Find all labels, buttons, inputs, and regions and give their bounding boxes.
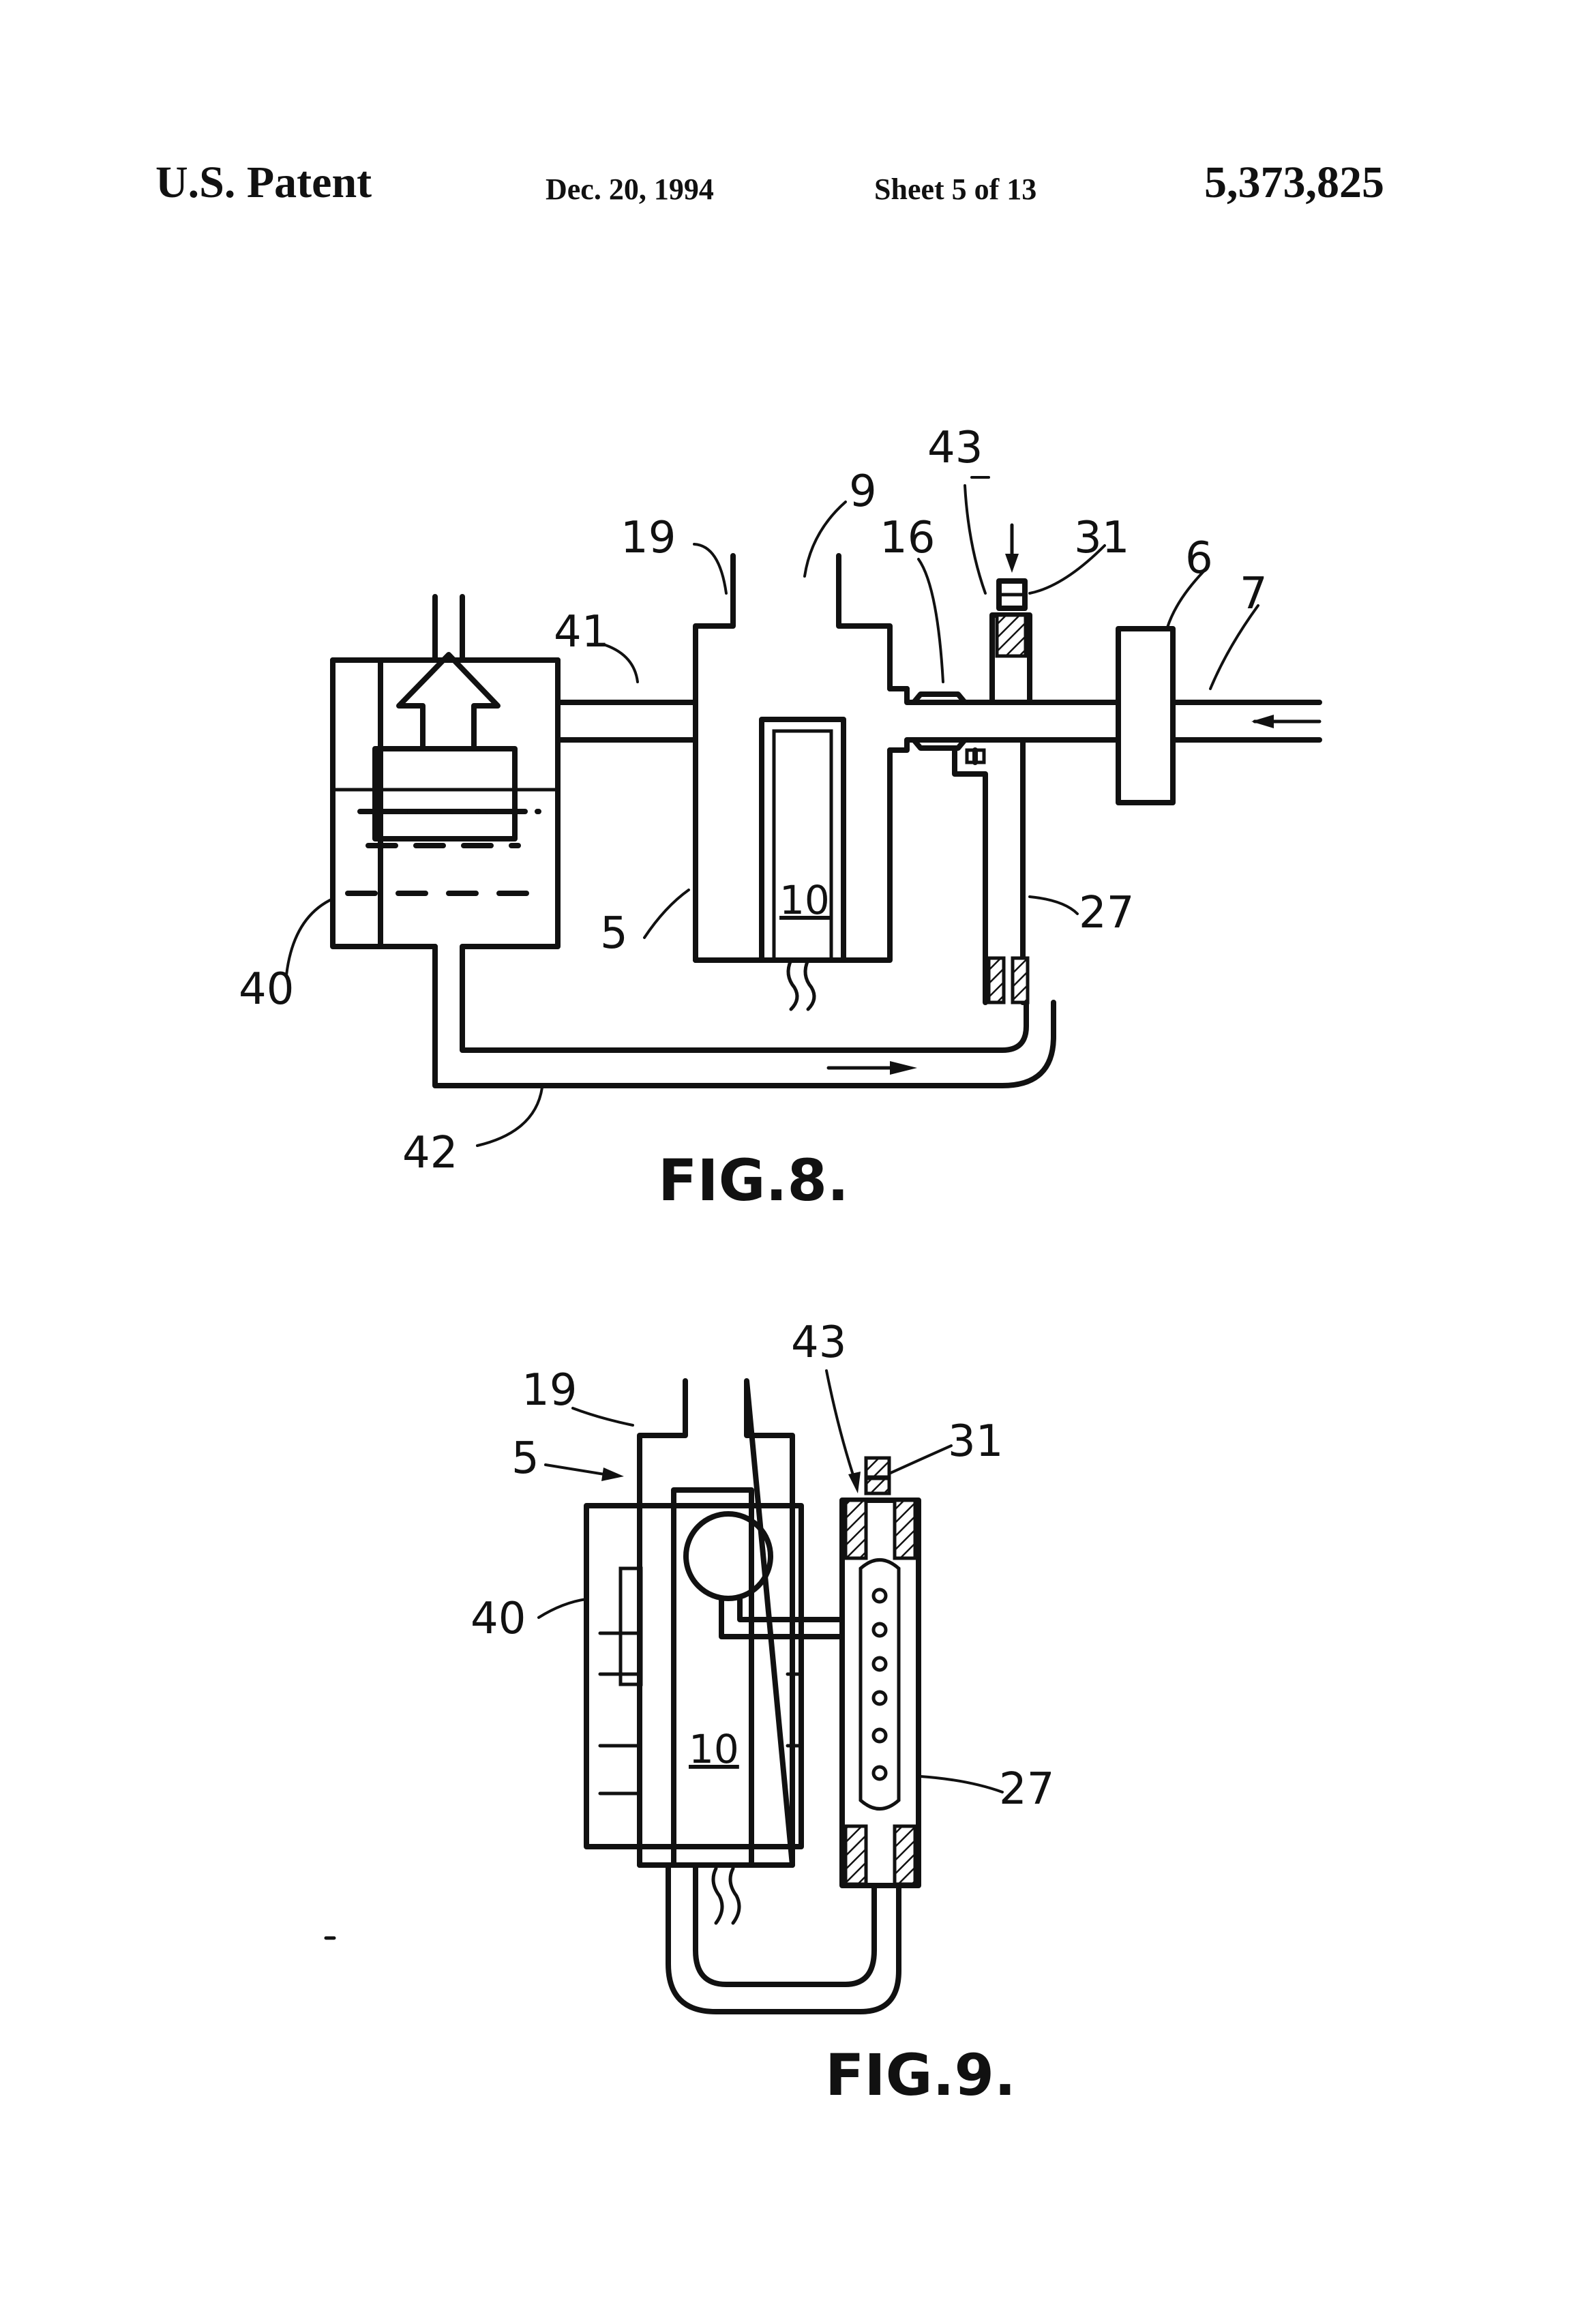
fig8-label-41: 41 xyxy=(554,607,609,657)
fig9-label-27: 27 xyxy=(999,1764,1054,1815)
fig9-label-19: 19 xyxy=(522,1365,577,1416)
fig9-label-5: 5 xyxy=(511,1433,539,1484)
fig8-label-6: 6 xyxy=(1185,533,1213,584)
fig8-label-40: 40 xyxy=(239,964,294,1015)
fig9-caption: FIG.9. xyxy=(825,2042,1016,2109)
fig8-label-5: 5 xyxy=(600,908,628,959)
fig8-label-7: 7 xyxy=(1240,569,1268,619)
fig8-label-19: 19 xyxy=(621,513,676,563)
figure-9: 43 19 31 5 40 10 27 FIG.9. xyxy=(471,1317,1054,2109)
fig8-label-10: 10 xyxy=(779,877,830,923)
fig8-label-42: 42 xyxy=(402,1128,458,1178)
fig9-label-40: 40 xyxy=(471,1594,526,1644)
fig9-label-31: 31 xyxy=(948,1416,1003,1467)
fig8-label-9: 9 xyxy=(849,466,877,517)
fig8-label-43: 43 xyxy=(927,423,983,473)
figure-8: 43 9 19 16 31 6 41 7 10 5 27 40 42 FIG.8… xyxy=(239,423,1319,1214)
fig8-label-16: 16 xyxy=(880,513,935,563)
fig8-label-31: 31 xyxy=(1074,513,1129,563)
fig9-label-10: 10 xyxy=(689,1726,739,1772)
boiler-5 xyxy=(696,556,907,1009)
fig9-label-43: 43 xyxy=(791,1317,846,1368)
fig8-label-27: 27 xyxy=(1079,888,1134,938)
fig8-caption: FIG.8. xyxy=(658,1147,849,1214)
